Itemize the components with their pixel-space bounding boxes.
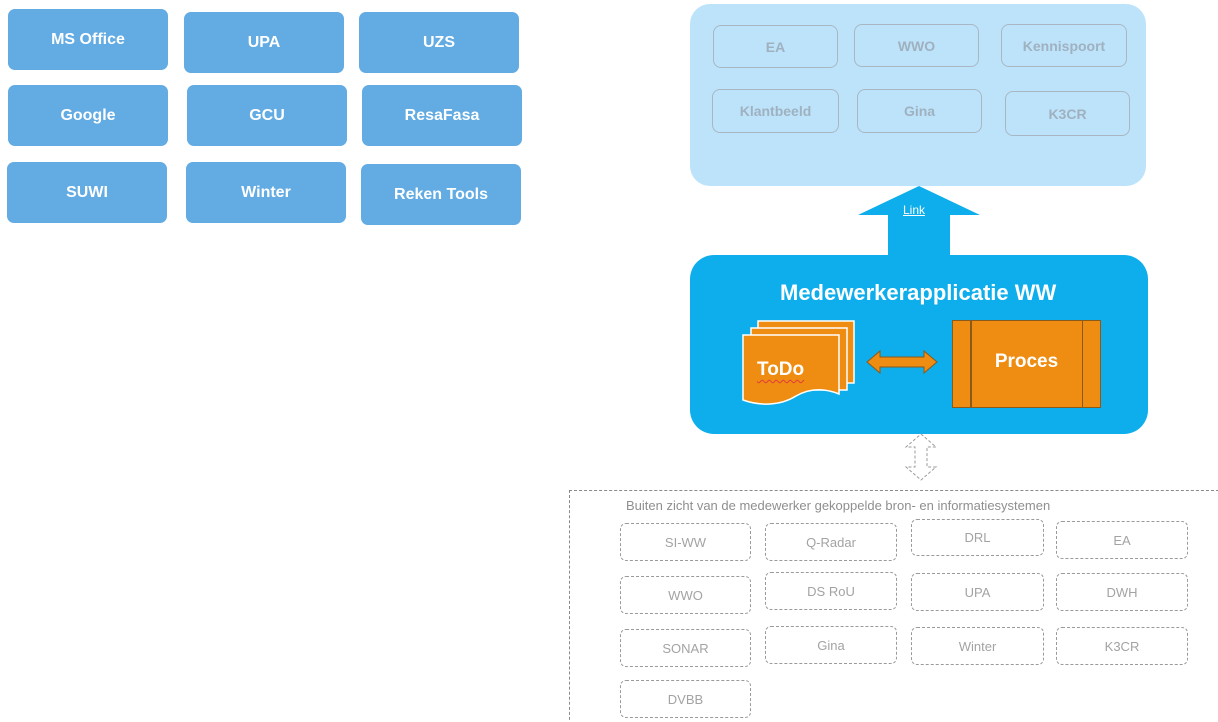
application-title: Medewerkerapplicatie WW: [780, 280, 1057, 305]
link-arrow-icon: [858, 186, 980, 256]
linked-system-ea[interactable]: EA: [713, 25, 838, 68]
linked-system-label: K3CR: [1048, 105, 1087, 122]
source-system-gina: Gina: [765, 626, 897, 664]
tool-button-ms-office[interactable]: MS Office: [8, 9, 168, 70]
source-system-label: UPA: [964, 584, 991, 600]
source-system-label: DS RoU: [807, 583, 855, 599]
tool-button-label: UZS: [423, 33, 455, 51]
tool-button-label: Google: [60, 106, 116, 124]
source-system-label: SONAR: [662, 640, 709, 656]
source-system-label: DVBB: [667, 691, 704, 707]
source-system-si-ww: SI-WW: [620, 523, 751, 561]
tool-button-label: SUWI: [66, 183, 108, 201]
source-system-label: Q-Radar: [806, 534, 856, 550]
source-system-label: Gina: [817, 637, 845, 653]
source-system-dwh: DWH: [1056, 573, 1188, 611]
double-arrow-icon: [866, 349, 938, 375]
linked-system-label: EA: [765, 38, 786, 55]
source-system-drl: DRL: [911, 519, 1044, 556]
tool-button-label: UPA: [247, 33, 281, 51]
todo-documents-icon: [742, 320, 855, 405]
tool-button-resafasa[interactable]: ResaFasa: [362, 85, 522, 146]
linked-system-klantbeeld[interactable]: Klantbeeld: [712, 89, 839, 133]
proces-box[interactable]: [952, 320, 1101, 408]
source-systems-region: [569, 490, 1218, 722]
source-system-label: DRL: [964, 530, 991, 545]
tool-button-upa[interactable]: UPA: [184, 12, 344, 73]
tool-button-suwi[interactable]: SUWI: [7, 162, 167, 223]
source-system-ea: EA: [1056, 521, 1188, 559]
source-system-label: EA: [1113, 532, 1131, 548]
linked-system-k3cr[interactable]: K3CR: [1005, 91, 1130, 136]
source-system-label: Winter: [958, 638, 997, 654]
source-system-dvbb: DVBB: [620, 680, 751, 718]
linked-system-gina[interactable]: Gina: [857, 89, 982, 133]
source-system-wwo: WWO: [620, 576, 751, 614]
dashed-double-arrow-icon: [904, 433, 938, 481]
tool-button-label: ResaFasa: [404, 106, 480, 124]
tool-button-google[interactable]: Google: [8, 85, 168, 146]
source-system-q-radar: Q-Radar: [765, 523, 897, 561]
tool-button-winter[interactable]: Winter: [186, 162, 346, 223]
linked-system-wwo[interactable]: WWO: [854, 24, 979, 67]
linked-systems-panel: [690, 4, 1146, 186]
tool-button-uzs[interactable]: UZS: [359, 12, 519, 73]
source-system-ds-rou: DS RoU: [765, 572, 897, 610]
source-system-label: SI-WW: [664, 534, 707, 550]
source-system-sonar: SONAR: [620, 629, 751, 667]
linked-system-label: WWO: [897, 37, 936, 54]
linked-system-label: Klantbeeld: [739, 103, 812, 119]
source-system-label: DWH: [1106, 584, 1138, 600]
source-system-k3cr: K3CR: [1056, 627, 1188, 665]
todo-label[interactable]: ToDo: [757, 359, 805, 380]
source-system-label: K3CR: [1104, 638, 1140, 654]
source-system-upa: UPA: [911, 573, 1044, 611]
tool-button-label: Winter: [241, 183, 291, 201]
linked-system-label: Gina: [903, 103, 936, 119]
tool-button-reken-tools[interactable]: Reken Tools: [361, 164, 521, 225]
linked-system-kennispoort[interactable]: Kennispoort: [1001, 24, 1127, 67]
source-system-winter: Winter: [911, 627, 1044, 665]
source-system-label: WWO: [668, 587, 703, 603]
tool-button-gcu[interactable]: GCU: [187, 85, 347, 146]
link-label[interactable]: Link: [903, 203, 926, 217]
tool-button-label: Reken Tools: [394, 185, 488, 203]
tool-button-label: MS Office: [51, 30, 125, 48]
linked-system-label: Kennispoort: [1022, 37, 1106, 54]
source-systems-caption: Buiten zicht van de medewerker gekoppeld…: [626, 498, 1051, 513]
proces-label: Proces: [994, 351, 1059, 372]
tool-button-label: GCU: [249, 106, 285, 124]
